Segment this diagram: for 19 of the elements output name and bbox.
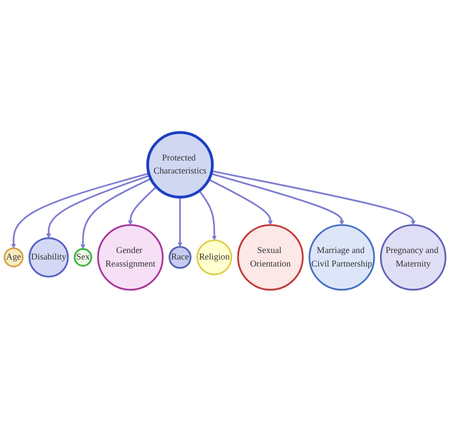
- node-circle: Gender Reassignment: [97, 224, 164, 291]
- node-circle: Pregnancy and Maternity: [380, 224, 446, 291]
- node-circle: Age: [4, 248, 24, 268]
- node-circle: Disability: [28, 238, 69, 278]
- arrow: [46, 175, 150, 239]
- arrow: [11, 173, 150, 249]
- arrow: [198, 190, 217, 241]
- node-circle: Protected Characteristics: [146, 131, 214, 199]
- node-circle: Marriage and Civil Partnership: [308, 224, 375, 291]
- node-circle: Sex: [74, 248, 92, 267]
- arrow: [128, 186, 157, 226]
- arrow: [208, 179, 273, 226]
- node-circle: Sexual Orientation: [237, 224, 304, 291]
- node-circle: Race: [168, 246, 192, 270]
- arrow: [210, 173, 344, 226]
- arrow: [178, 198, 182, 248]
- node-circle: Religion: [196, 240, 232, 276]
- arrow: [80, 178, 152, 250]
- arrow: [212, 170, 416, 226]
